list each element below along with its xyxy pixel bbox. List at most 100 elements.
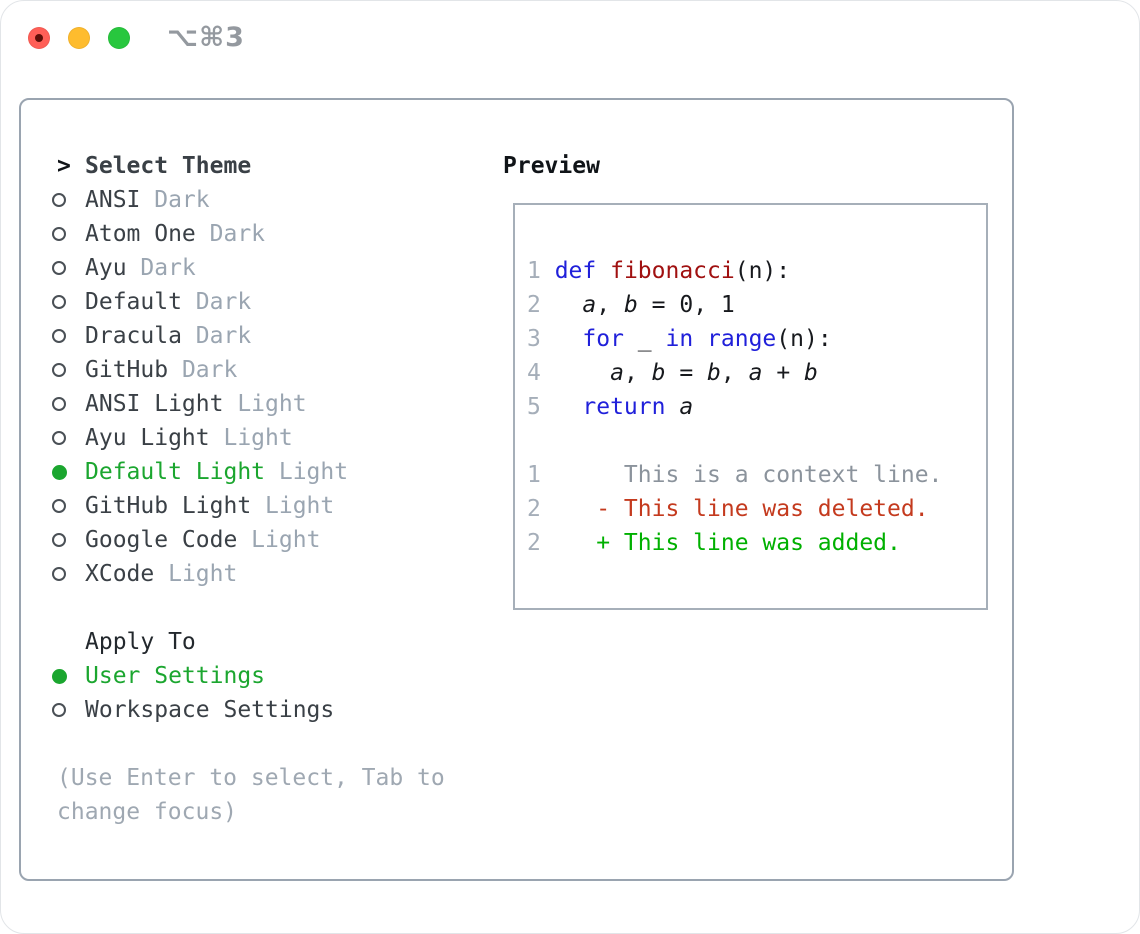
apply-to-marker <box>49 625 85 659</box>
line-number: 2 <box>527 292 541 318</box>
theme-option[interactable]: Ayu Dark <box>49 251 445 285</box>
hint-line: (Use Enter to select, Tab to <box>57 765 445 791</box>
code-token: , <box>720 360 749 386</box>
diff-deleted-text: - This line was deleted. <box>554 496 929 522</box>
zoom-icon[interactable] <box>108 27 130 49</box>
code-token: b <box>804 360 818 386</box>
radio-marker <box>49 557 85 591</box>
code-token: return <box>582 394 666 420</box>
theme-option[interactable]: GitHub Light Light <box>49 489 445 523</box>
code-line: 3 for _ in range(n): <box>527 322 986 356</box>
code-token: fibonacci <box>610 258 735 284</box>
theme-option[interactable]: Ayu Light Light <box>49 421 445 455</box>
code-token: a <box>582 292 597 318</box>
code-token: def <box>554 258 597 284</box>
line-number: 2 <box>527 530 541 556</box>
diff-context-text: This is a context line. <box>554 462 943 488</box>
apply-to-header: Apply To <box>49 625 445 659</box>
theme-option[interactable]: XCode Light <box>49 557 445 591</box>
line-number: 1 <box>527 258 541 284</box>
radio-icon <box>52 533 66 547</box>
diff-line: 1 This is a context line. <box>527 458 986 492</box>
minimize-icon[interactable] <box>68 27 90 49</box>
code-line: 4 a, b = b, a + b <box>527 356 986 390</box>
code-token <box>693 326 707 352</box>
radio-icon <box>52 397 66 411</box>
theme-list-title: Select Theme <box>85 153 252 179</box>
code-token <box>555 292 583 318</box>
line-number: 2 <box>527 496 541 522</box>
theme-option[interactable]: Dracula Dark <box>49 319 445 353</box>
line-number: 5 <box>527 394 541 420</box>
code-line: 2 a, b = 0, 1 <box>527 288 986 322</box>
spacer <box>49 591 445 625</box>
theme-option[interactable]: Google Code Light <box>49 523 445 557</box>
close-icon[interactable] <box>28 27 50 49</box>
theme-option[interactable]: ANSI Light Light <box>49 387 445 421</box>
preview-title: Preview <box>503 153 600 179</box>
code-token: a <box>679 394 694 420</box>
window-title: ⌥⌘3 <box>167 22 245 53</box>
radio-marker <box>49 659 85 693</box>
keyboard-hint: (Use Enter to select, Tab to change focu… <box>49 761 445 829</box>
line-number: 1 <box>527 462 541 488</box>
code-token: a <box>610 360 624 386</box>
blank-line <box>527 424 986 458</box>
theme-variant: Dark <box>126 255 196 281</box>
diff-added-text: + This line was added. <box>554 530 901 556</box>
line-number: 4 <box>527 360 541 386</box>
theme-name: Ayu Light <box>85 425 210 451</box>
radio-icon <box>52 295 66 309</box>
apply-option[interactable]: User Settings <box>49 659 445 693</box>
radio-icon <box>52 227 66 241</box>
theme-variant: Dark <box>168 357 238 383</box>
code-token: = <box>665 360 708 386</box>
apply-to-label: Apply To <box>85 629 196 655</box>
theme-option[interactable]: Default Dark <box>49 285 445 319</box>
code-token <box>555 326 583 352</box>
apply-option[interactable]: Workspace Settings <box>49 693 445 727</box>
radio-icon <box>52 499 66 513</box>
theme-name: GitHub <box>85 357 169 383</box>
radio-marker <box>49 183 85 217</box>
radio-marker <box>49 523 85 557</box>
theme-option[interactable]: Default Light Light <box>49 455 445 489</box>
code-token: , <box>623 360 652 386</box>
radio-marker <box>49 387 85 421</box>
radio-marker <box>49 353 85 387</box>
code-line: 5 return a <box>527 390 986 424</box>
theme-variant: Light <box>265 459 349 485</box>
code-token <box>665 394 679 420</box>
radio-icon <box>52 431 66 445</box>
code-token: (n): <box>776 326 832 352</box>
radio-icon <box>52 363 66 377</box>
diff-line: 2 + This line was added. <box>527 526 986 560</box>
theme-name: GitHub Light <box>85 493 252 519</box>
theme-name: Default Light <box>85 459 266 485</box>
radio-icon <box>52 567 66 581</box>
code-token <box>555 360 610 386</box>
code-token: + <box>762 360 805 386</box>
code-token: b <box>707 360 721 386</box>
code-token <box>555 394 583 420</box>
theme-option[interactable]: Atom One Dark <box>49 217 445 251</box>
code-token: for <box>582 326 624 352</box>
theme-option[interactable]: GitHub Dark <box>49 353 445 387</box>
theme-list-header: > Select Theme <box>49 149 445 183</box>
radio-marker <box>49 285 85 319</box>
radio-selected-icon <box>52 465 67 480</box>
radio-icon <box>52 703 66 717</box>
code-token: _ <box>623 326 666 352</box>
hint-line: change focus) <box>57 799 238 825</box>
theme-option[interactable]: ANSI Dark <box>49 183 445 217</box>
theme-name: Ayu <box>85 255 127 281</box>
theme-name: ANSI <box>85 187 141 213</box>
radio-icon <box>52 329 66 343</box>
theme-variant: Dark <box>181 289 252 315</box>
theme-variant: Dark <box>140 187 210 213</box>
theme-name: Default <box>85 289 182 315</box>
